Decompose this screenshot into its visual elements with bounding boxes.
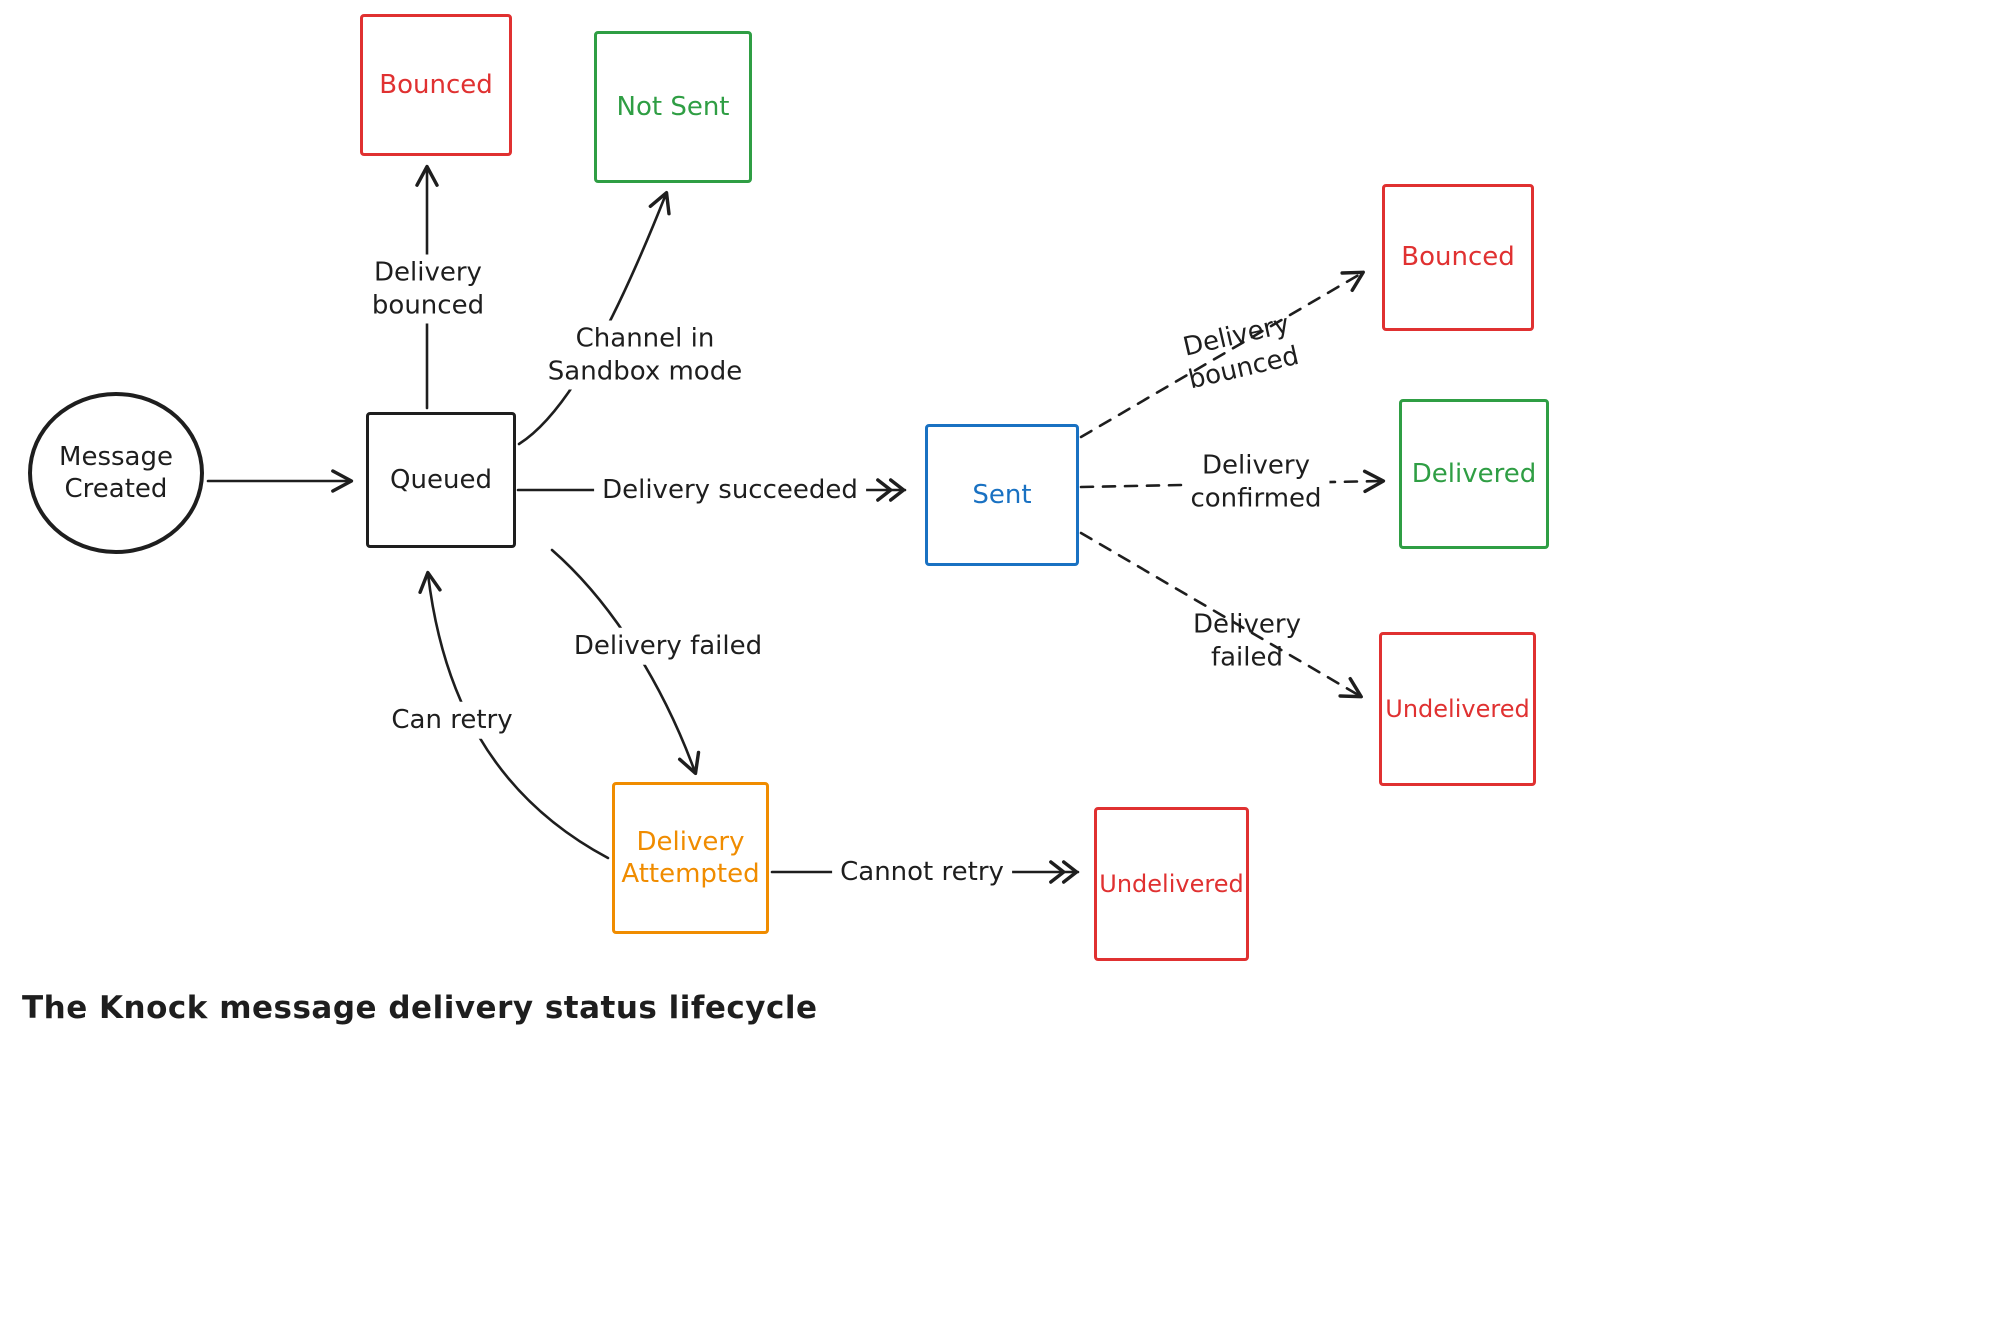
node-delivery-attempted: Delivery Attempted [612, 782, 769, 934]
node-undelivered-right-label: Undelivered [1385, 695, 1530, 723]
node-bounced-right-label: Bounced [1401, 242, 1515, 273]
edge-label-can-retry: Can retry [383, 701, 521, 739]
node-message-created-label: Message Created [59, 441, 173, 505]
node-undelivered-right: Undelivered [1379, 632, 1536, 786]
node-delivery-attempted-label: Delivery Attempted [621, 826, 760, 890]
edge-label-delivery-bounced-left: Delivery bounced [363, 254, 493, 324]
node-undelivered-bottom-label: Undelivered [1099, 870, 1244, 898]
node-message-created: Message Created [28, 392, 204, 554]
node-sent: Sent [925, 424, 1079, 566]
node-queued-label: Queued [390, 464, 492, 495]
edge-label-channel-sandbox: Channel in Sandbox mode [539, 320, 751, 390]
edge-label-delivery-failed-mid: Delivery failed [565, 627, 771, 665]
node-bounced-right: Bounced [1382, 184, 1534, 331]
edge-sent-to-bounced-right [1079, 270, 1365, 439]
node-not-sent-label: Not Sent [616, 91, 730, 122]
diagram-caption: The Knock message delivery status lifecy… [22, 990, 818, 1026]
node-delivered: Delivered [1399, 399, 1549, 549]
node-bounced-top-label: Bounced [379, 69, 493, 100]
edge-label-cannot-retry: Cannot retry [832, 853, 1012, 891]
node-queued: Queued [366, 412, 516, 548]
edge-label-delivery-confirmed: Delivery confirmed [1182, 447, 1330, 517]
node-not-sent: Not Sent [594, 31, 752, 183]
node-sent-label: Sent [972, 479, 1032, 510]
edge-label-delivery-failed-right: Delivery failed [1193, 609, 1301, 673]
edge-label-delivery-succeeded: Delivery succeeded [594, 471, 866, 509]
node-bounced-top: Bounced [360, 14, 512, 156]
node-undelivered-bottom: Undelivered [1094, 807, 1249, 961]
node-delivered-label: Delivered [1411, 458, 1537, 489]
edge-queued-to-not-sent [517, 190, 671, 446]
edge-sent-to-undelivered-right [1079, 531, 1363, 699]
edge-sent-to-delivered [1079, 469, 1386, 494]
